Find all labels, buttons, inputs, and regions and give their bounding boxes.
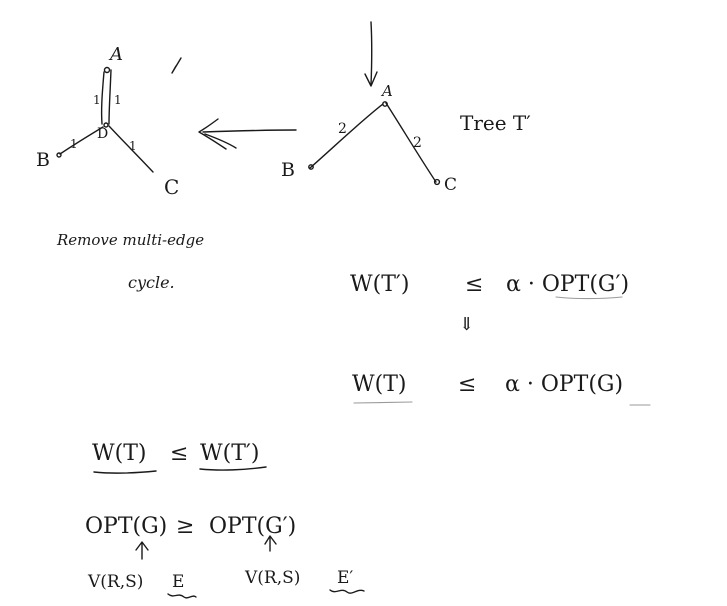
- edge-dc: [108, 125, 154, 173]
- ineq3-lhs: W(T): [92, 441, 146, 466]
- ineq3-rhs: W(T′): [200, 441, 259, 466]
- edge-ab: [309, 103, 384, 169]
- ineq3-rel: ≤: [170, 441, 188, 466]
- ineq2-lhs: W(T): [352, 372, 406, 397]
- tree-node-label-c: C: [444, 175, 457, 195]
- node-label-c: C: [164, 175, 179, 199]
- node-b-dot: [308, 164, 314, 170]
- tree-node-label-b: B: [281, 159, 295, 181]
- node-label-b: B: [36, 149, 50, 171]
- ineq4-lhs: OPT(G): [85, 514, 167, 539]
- ineq4-rel: ≥: [176, 514, 194, 539]
- transform-arrow: [198, 118, 297, 150]
- ineq4-rhs: OPT(G′): [209, 514, 296, 539]
- ineq1-lhs: W(T′): [350, 272, 409, 297]
- caption: Remove multi-edge cycle.: [56, 231, 204, 292]
- tree-node-label-a: A: [380, 82, 393, 100]
- ineq1-rel: ≤: [465, 272, 483, 297]
- incoming-arrow: [364, 21, 378, 87]
- annot-left-set: V(R,S): [87, 572, 143, 592]
- annot-left-edges: E: [172, 572, 184, 592]
- edge-db: [59, 126, 104, 155]
- node-label-a: A: [108, 44, 123, 65]
- implies-arrow: ⇓: [459, 314, 474, 335]
- annot-right-edges: E′: [337, 568, 353, 588]
- inequality-4: OPT(G) ≥ OPT(G′): [85, 514, 296, 560]
- node-label-d: D: [97, 126, 108, 142]
- inequality-3: W(T) ≤ W(T′): [92, 441, 267, 474]
- node-a-dot: [103, 66, 111, 74]
- node-b-dot: [56, 152, 62, 158]
- tree-edge-label-ac: 2: [413, 135, 422, 151]
- edge-label-ad-right: 1: [114, 93, 122, 107]
- tree-edge-label-ab: 2: [338, 121, 347, 137]
- edge-label-bd: 1: [70, 137, 78, 151]
- node-a-dot: [382, 101, 388, 107]
- annotations: V(R,S) E V(R,S) E′: [87, 568, 365, 599]
- ineq2-rhs: α · OPT(G): [505, 372, 623, 397]
- ineq1-rhs: α · OPT(G′): [506, 272, 629, 297]
- node-d-dot: [103, 122, 109, 128]
- tree-t-prime: A B C 2 2 Tree T′: [281, 82, 531, 195]
- edge-ac: [385, 102, 437, 183]
- edge-ad-2: [108, 69, 112, 125]
- edge-label-dc: 1: [129, 139, 137, 153]
- stray-mark: [171, 57, 182, 74]
- annot-right-set: V(R,S): [244, 568, 300, 588]
- inequality-1: W(T′) ≤ α · OPT(G′): [350, 272, 629, 300]
- caption-line-2: cycle.: [128, 273, 175, 292]
- ineq2-rel: ≤: [458, 372, 476, 397]
- edge-label-ad-left: 1: [93, 93, 101, 107]
- node-c-dot: [433, 178, 441, 186]
- left-graph: A D B C 1 1 1 1: [36, 44, 182, 199]
- inequality-2: W(T) ≤ α · OPT(G): [352, 372, 651, 406]
- edge-ad-1: [100, 71, 105, 125]
- tree-title: Tree T′: [460, 111, 531, 135]
- caption-line-1: Remove multi-edge: [56, 231, 204, 249]
